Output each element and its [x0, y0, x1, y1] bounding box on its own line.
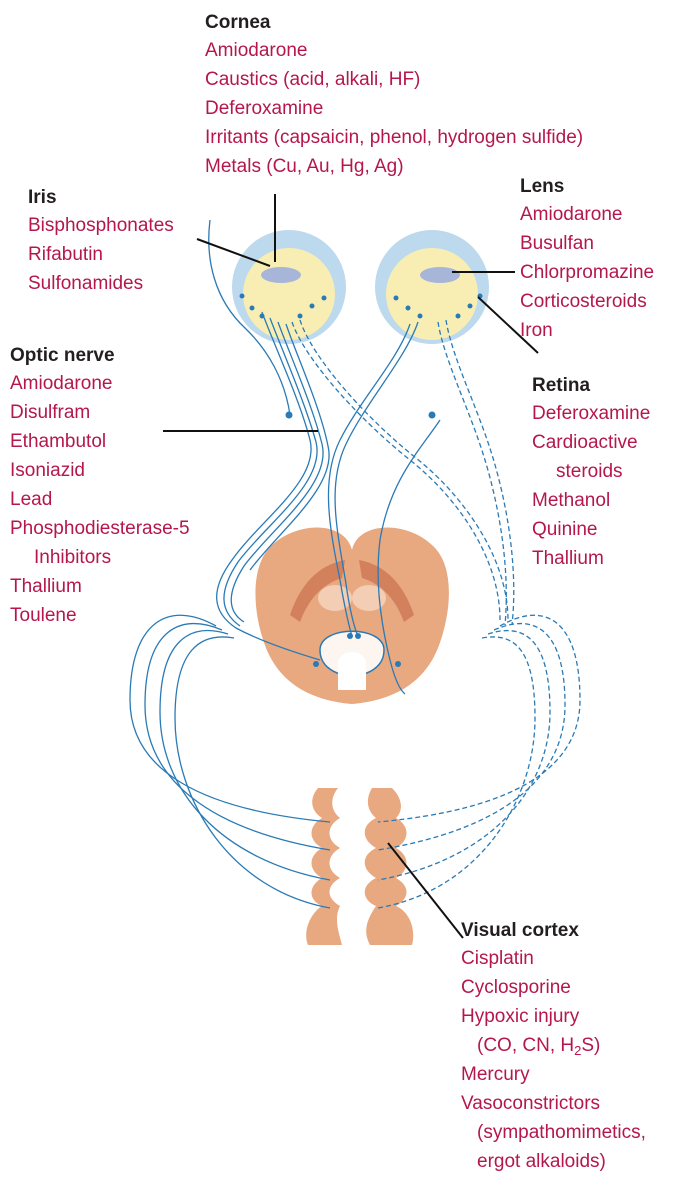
optic-nerve-drug: Inhibitors: [10, 543, 190, 572]
iris-label-group: Iris Bisphosphonates Rifabutin Sulfonami…: [28, 185, 174, 298]
optic-nerve-drug: Amiodarone: [10, 369, 190, 398]
left-eye: [232, 230, 346, 344]
optic-nerve-drug: Toulene: [10, 601, 190, 630]
lens-drug: Iron: [520, 316, 654, 345]
retina-drug: steroids: [532, 457, 650, 486]
optic-nerve-drug: Lead: [10, 485, 190, 514]
visual-cortex-drug: ergot alkaloids): [461, 1147, 646, 1176]
optic-nerve-title: Optic nerve: [10, 343, 190, 369]
lens-drug: Chlorpromazine: [520, 258, 654, 287]
optic-nerve-drug: Phosphodiesterase-5: [10, 514, 190, 543]
right-eye: [375, 230, 489, 344]
optic-nerve-label-group: Optic nerve Amiodarone Disulfram Ethambu…: [10, 343, 190, 630]
optic-nerve-drug: Ethambutol: [10, 427, 190, 456]
visual-cortex-drug: Cisplatin: [461, 944, 646, 973]
lens-drug: Busulfan: [520, 229, 654, 258]
lens-label-group: Lens Amiodarone Busulfan Chlorpromazine …: [520, 174, 654, 345]
visual-cortex-drug: Mercury: [461, 1060, 646, 1089]
visual-cortex-title: Visual cortex: [461, 918, 646, 944]
cornea-drug: Deferoxamine: [205, 94, 583, 123]
cornea-drug: Irritants (capsaicin, phenol, hydrogen s…: [205, 123, 583, 152]
iris-title: Iris: [28, 185, 174, 211]
lens-drug: Corticosteroids: [520, 287, 654, 316]
retina-drug: Methanol: [532, 486, 650, 515]
visual-cortex-label-group: Visual cortex Cisplatin Cyclosporine Hyp…: [461, 918, 646, 1176]
retina-drug: Deferoxamine: [532, 399, 650, 428]
lens-drug: Amiodarone: [520, 200, 654, 229]
visual-cortex-drug: Hypoxic injury: [461, 1002, 646, 1031]
retina-drug: Quinine: [532, 515, 650, 544]
visual-cortex-drug: Cyclosporine: [461, 973, 646, 1002]
optic-nerve-drug: Disulfram: [10, 398, 190, 427]
iris-drug: Bisphosphonates: [28, 211, 174, 240]
cornea-title: Cornea: [205, 10, 583, 36]
visual-cortex-drug: (sympathomimetics,: [461, 1118, 646, 1147]
cornea-drug: Caustics (acid, alkali, HF): [205, 65, 583, 94]
visual-cortex-drug-part: (CO, CN, H: [477, 1035, 574, 1056]
retina-label-group: Retina Deferoxamine Cardioactive steroid…: [532, 373, 650, 573]
iris-drug: Rifabutin: [28, 240, 174, 269]
retina-drug: Cardioactive: [532, 428, 650, 457]
visual-cortex-drug: (CO, CN, H2S): [461, 1031, 646, 1060]
optic-nerve-drug: Thallium: [10, 572, 190, 601]
visual-cortex-folds: [306, 788, 413, 945]
optic-nerve-drug: Isoniazid: [10, 456, 190, 485]
visual-cortex-drug-part: S): [581, 1035, 600, 1056]
cornea-drug: Amiodarone: [205, 36, 583, 65]
visual-cortex-drug: Vasoconstrictors: [461, 1089, 646, 1118]
iris-drug: Sulfonamides: [28, 269, 174, 298]
cornea-label-group: Cornea Amiodarone Caustics (acid, alkali…: [205, 10, 583, 181]
retina-title: Retina: [532, 373, 650, 399]
retina-drug: Thallium: [532, 544, 650, 573]
lens-title: Lens: [520, 174, 654, 200]
